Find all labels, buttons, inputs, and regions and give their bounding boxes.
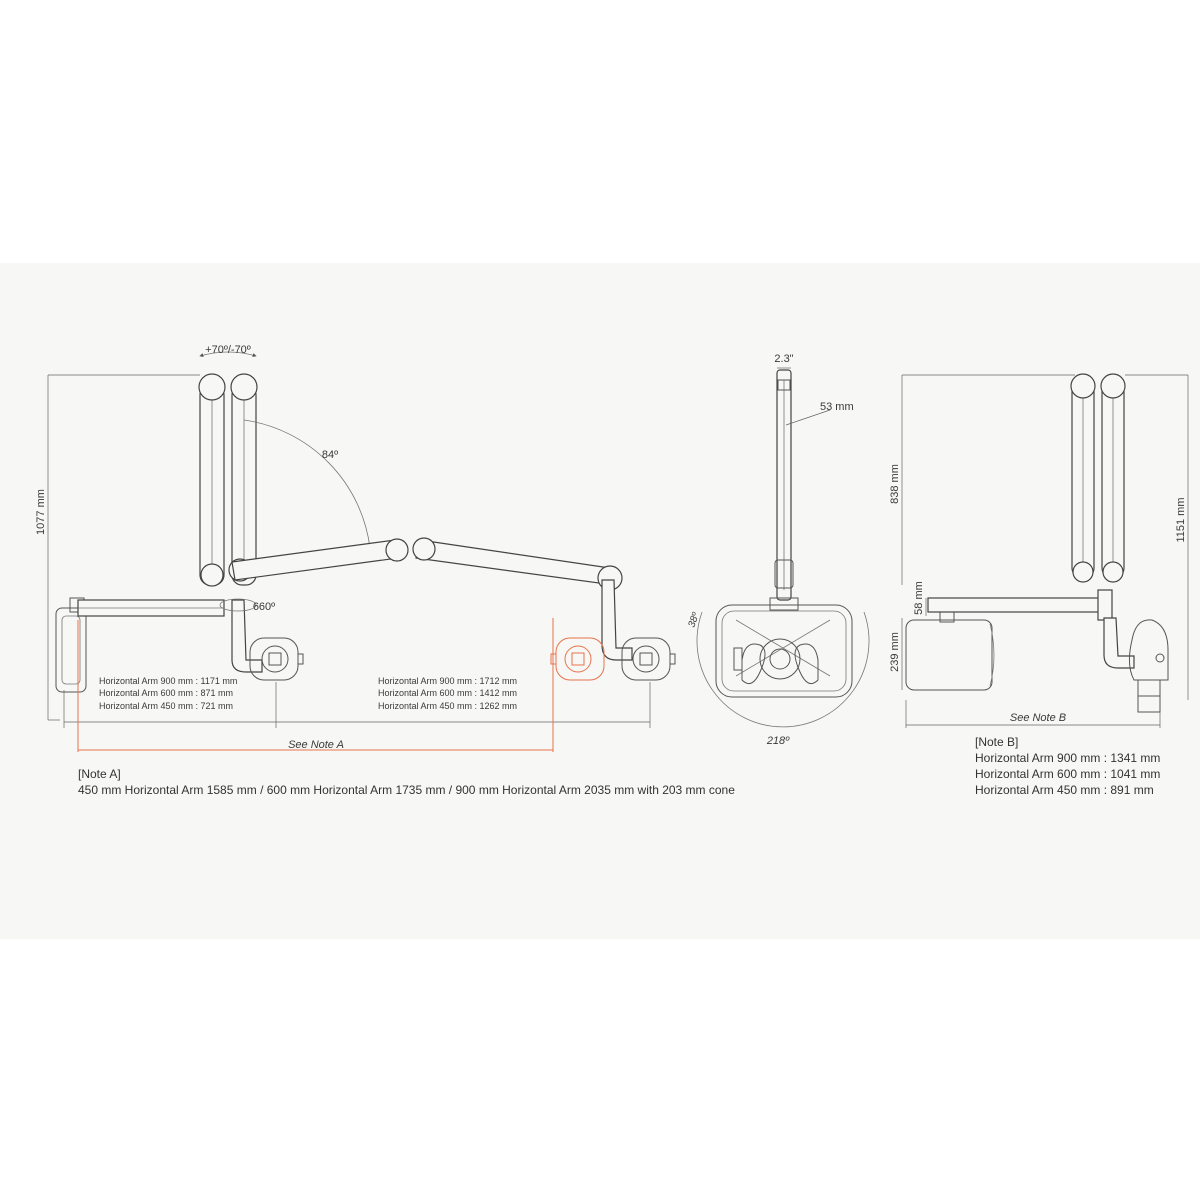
- angle-arc-84: [243, 419, 371, 549]
- top-joint-b: [230, 373, 258, 401]
- wall-box: [905, 619, 993, 691]
- left-tubehead-knob: [297, 653, 304, 665]
- head-side-plate: [733, 647, 743, 671]
- middle-view: 2.3" 53 mm 38º 218º: [686, 353, 870, 747]
- side-top-joint-b: [1100, 373, 1126, 399]
- ghost-tubehead-cone: [571, 652, 585, 666]
- head-handle-right: [794, 643, 819, 685]
- note-b-line-3: Horizontal Arm 450 mm : 891 mm: [975, 783, 1154, 797]
- left-tubehead: [249, 637, 299, 681]
- head-handle-left: [741, 643, 766, 685]
- left-view: 1077 mm +70º/-70º 84º 660º: [35, 344, 676, 752]
- side-drop-arm: [1103, 617, 1135, 669]
- left-tubehead-cone: [268, 652, 282, 666]
- note-a-title: [Note A]: [78, 767, 121, 781]
- right-drop-arm: [601, 579, 633, 661]
- height-label-838: 838 mm: [889, 464, 901, 504]
- right-tubehead-cone: [639, 652, 653, 666]
- height-label-1151: 1151 mm: [1175, 497, 1187, 542]
- head-angle-218: 218º: [766, 735, 790, 747]
- top-view-joint: [774, 559, 794, 589]
- ghost-tubehead: [555, 637, 605, 681]
- angle-label-84: 84º: [322, 449, 338, 461]
- tube-diameter-leader: [785, 409, 831, 426]
- wall-plate: [55, 607, 87, 693]
- top-width-label: 2.3": [774, 353, 793, 365]
- elbow-joint-1: [385, 538, 409, 562]
- note-b-title: [Note B]: [975, 735, 1019, 749]
- right-reach-line-1: Horizontal Arm 900 mm : 1712 mm: [378, 676, 517, 686]
- side-top-joint-a: [1070, 373, 1096, 399]
- note-b: [Note B] Horizontal Arm 900 mm : 1341 mm…: [975, 734, 1160, 798]
- height-label-1077: 1077 mm: [35, 489, 47, 535]
- rotation-label: +70º/-70º: [205, 344, 251, 356]
- side-cone-top: [1137, 679, 1161, 697]
- left-tubehead-ring: [261, 645, 289, 673]
- head-cone-ring: [759, 638, 801, 680]
- head-swing-arc: [696, 611, 870, 728]
- side-bottom-joint-b: [1102, 561, 1124, 583]
- note-b-line-2: Horizontal Arm 600 mm : 1041 mm: [975, 767, 1161, 781]
- extension-arm-1: [231, 539, 399, 581]
- right-tubehead-ring: [632, 645, 660, 673]
- rotation-ellipse: [219, 598, 257, 612]
- side-tubehead-knob: [1155, 653, 1165, 663]
- side-mount-block: [1097, 589, 1113, 621]
- note-b-line-1: Horizontal Arm 900 mm : 1341 mm: [975, 751, 1161, 765]
- top-view-cap: [777, 379, 791, 391]
- tube-diameter-label: 53 mm: [820, 401, 854, 413]
- bottom-joint-a: [200, 563, 224, 587]
- see-note-b: See Note B: [1010, 712, 1066, 724]
- ghost-tubehead-ring: [564, 645, 592, 673]
- head-diag-2: [735, 619, 831, 677]
- note-a: [Note A] 450 mm Horizontal Arm 1585 mm /…: [78, 766, 735, 798]
- head-angle-38: 38º: [686, 610, 702, 629]
- left-reach-line-3: Horizontal Arm 450 mm : 721 mm: [99, 701, 233, 711]
- head-body: [715, 604, 853, 698]
- height-label-58: 58 mm: [913, 581, 925, 615]
- angle-label-660: 660º: [253, 601, 275, 613]
- left-drop-arm: [231, 599, 263, 673]
- wall-plate-inner: [61, 615, 81, 685]
- rotation-arrow: [199, 351, 257, 358]
- head-mount: [769, 597, 799, 611]
- right-tubehead-knob: [669, 653, 676, 665]
- side-cone-bottom: [1137, 695, 1161, 713]
- elbow-joint-2: [412, 537, 436, 561]
- right-view: 838 mm 1151 mm 58 mm 239 mm: [889, 373, 1189, 728]
- right-reach-line-2: Horizontal Arm 600 mm : 1412 mm: [378, 688, 517, 698]
- left-reach-line-1: Horizontal Arm 900 mm : 1171 mm: [99, 676, 237, 686]
- top-joint-a: [198, 373, 226, 401]
- side-tubehead: [1128, 619, 1169, 681]
- side-horizontal-arm: [927, 597, 1101, 613]
- note-a-text: 450 mm Horizontal Arm 1585 mm / 600 mm H…: [78, 783, 735, 797]
- see-note-a: See Note A: [288, 739, 344, 751]
- extension-arm-2: [415, 539, 611, 585]
- height-label-239: 239 mm: [889, 632, 901, 672]
- side-bottom-joint-a: [1072, 561, 1094, 583]
- right-reach-line-3: Horizontal Arm 450 mm : 1262 mm: [378, 701, 517, 711]
- head-cone-inner: [769, 648, 791, 670]
- left-reach-line-2: Horizontal Arm 600 mm : 871 mm: [99, 688, 233, 698]
- wall-box-edge: [989, 623, 995, 687]
- head-body-inner: [721, 610, 847, 692]
